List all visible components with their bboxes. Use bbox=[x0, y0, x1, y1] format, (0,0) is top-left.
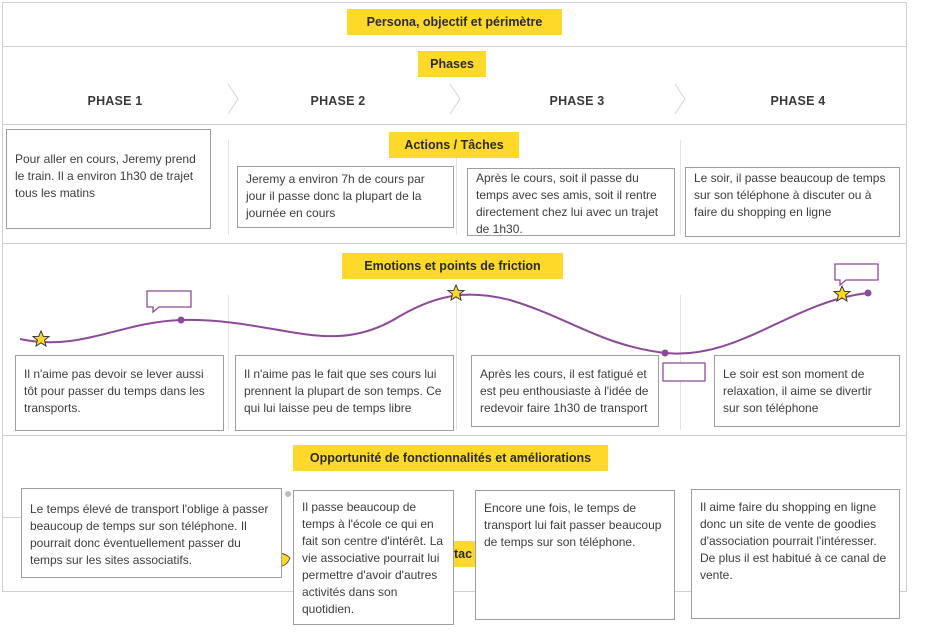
row-divider bbox=[2, 46, 906, 47]
curve-point bbox=[661, 349, 669, 357]
section-tag-persona[interactable]: Persona, objectif et périmètre bbox=[347, 9, 562, 35]
column-divider bbox=[680, 140, 681, 235]
phase-label-3: PHASE 3 bbox=[549, 94, 605, 108]
emotion-card-3[interactable]: Après les cours, il est fatigué et est p… bbox=[471, 355, 659, 427]
chevron-right-icon bbox=[449, 83, 461, 115]
row-divider bbox=[2, 243, 906, 244]
section-tag-phases[interactable]: Phases bbox=[418, 51, 486, 77]
row-divider bbox=[2, 517, 22, 518]
chevron-right-icon bbox=[674, 83, 686, 115]
phase-label-1: PHASE 1 bbox=[87, 94, 143, 108]
opportunity-card-3[interactable]: Encore une fois, le temps de transport l… bbox=[475, 490, 675, 620]
action-card-3[interactable]: Après le cours, soit il passe du temps a… bbox=[467, 168, 675, 236]
opportunity-card-1[interactable]: Le temps élevé de transport l'oblige à p… bbox=[21, 488, 282, 578]
phase-label-4: PHASE 4 bbox=[770, 94, 826, 108]
speech-bubble-icon bbox=[662, 362, 706, 382]
column-divider bbox=[456, 295, 457, 430]
emotion-card-2[interactable]: Il n'aime pas le fait que ses cours lui … bbox=[235, 355, 454, 431]
star-icon bbox=[832, 284, 852, 303]
section-tag-opportunities[interactable]: Opportunité de fonctionnalités et amélio… bbox=[293, 445, 608, 471]
section-tag-emotions[interactable]: Emotions et points de friction bbox=[342, 253, 563, 279]
row-divider bbox=[2, 435, 906, 436]
column-divider bbox=[228, 140, 229, 235]
opportunity-card-4[interactable]: Il aime faire du shopping en ligne donc … bbox=[691, 489, 900, 619]
row-divider bbox=[2, 124, 906, 125]
emotion-card-4[interactable]: Le soir est son moment de relaxation, il… bbox=[714, 355, 900, 427]
column-divider bbox=[456, 140, 457, 235]
speech-bubble-icon bbox=[834, 263, 879, 287]
emotion-card-1[interactable]: Il n'aime pas devoir se lever aussi tôt … bbox=[15, 355, 224, 431]
action-card-4[interactable]: Le soir, il passe beaucoup de temps sur … bbox=[685, 167, 900, 237]
action-card-2[interactable]: Jeremy a environ 7h de cours par jour il… bbox=[237, 166, 454, 228]
phase-label-2: PHASE 2 bbox=[310, 94, 366, 108]
star-icon bbox=[446, 283, 466, 302]
curve-point bbox=[864, 289, 872, 297]
column-divider bbox=[228, 295, 229, 430]
action-card-1[interactable]: Pour aller en cours, Jeremy prend le tra… bbox=[6, 129, 211, 229]
star-icon bbox=[31, 329, 51, 348]
section-tag-actions[interactable]: Actions / Tâches bbox=[389, 132, 519, 158]
connector-dot bbox=[285, 491, 291, 497]
emotion-curve bbox=[19, 292, 869, 355]
curve-point bbox=[177, 316, 185, 324]
speech-bubble-icon bbox=[146, 290, 192, 314]
opportunity-card-2[interactable]: Il passe beaucoup de temps à l'école ce … bbox=[293, 490, 454, 625]
chevron-right-icon bbox=[227, 83, 239, 115]
